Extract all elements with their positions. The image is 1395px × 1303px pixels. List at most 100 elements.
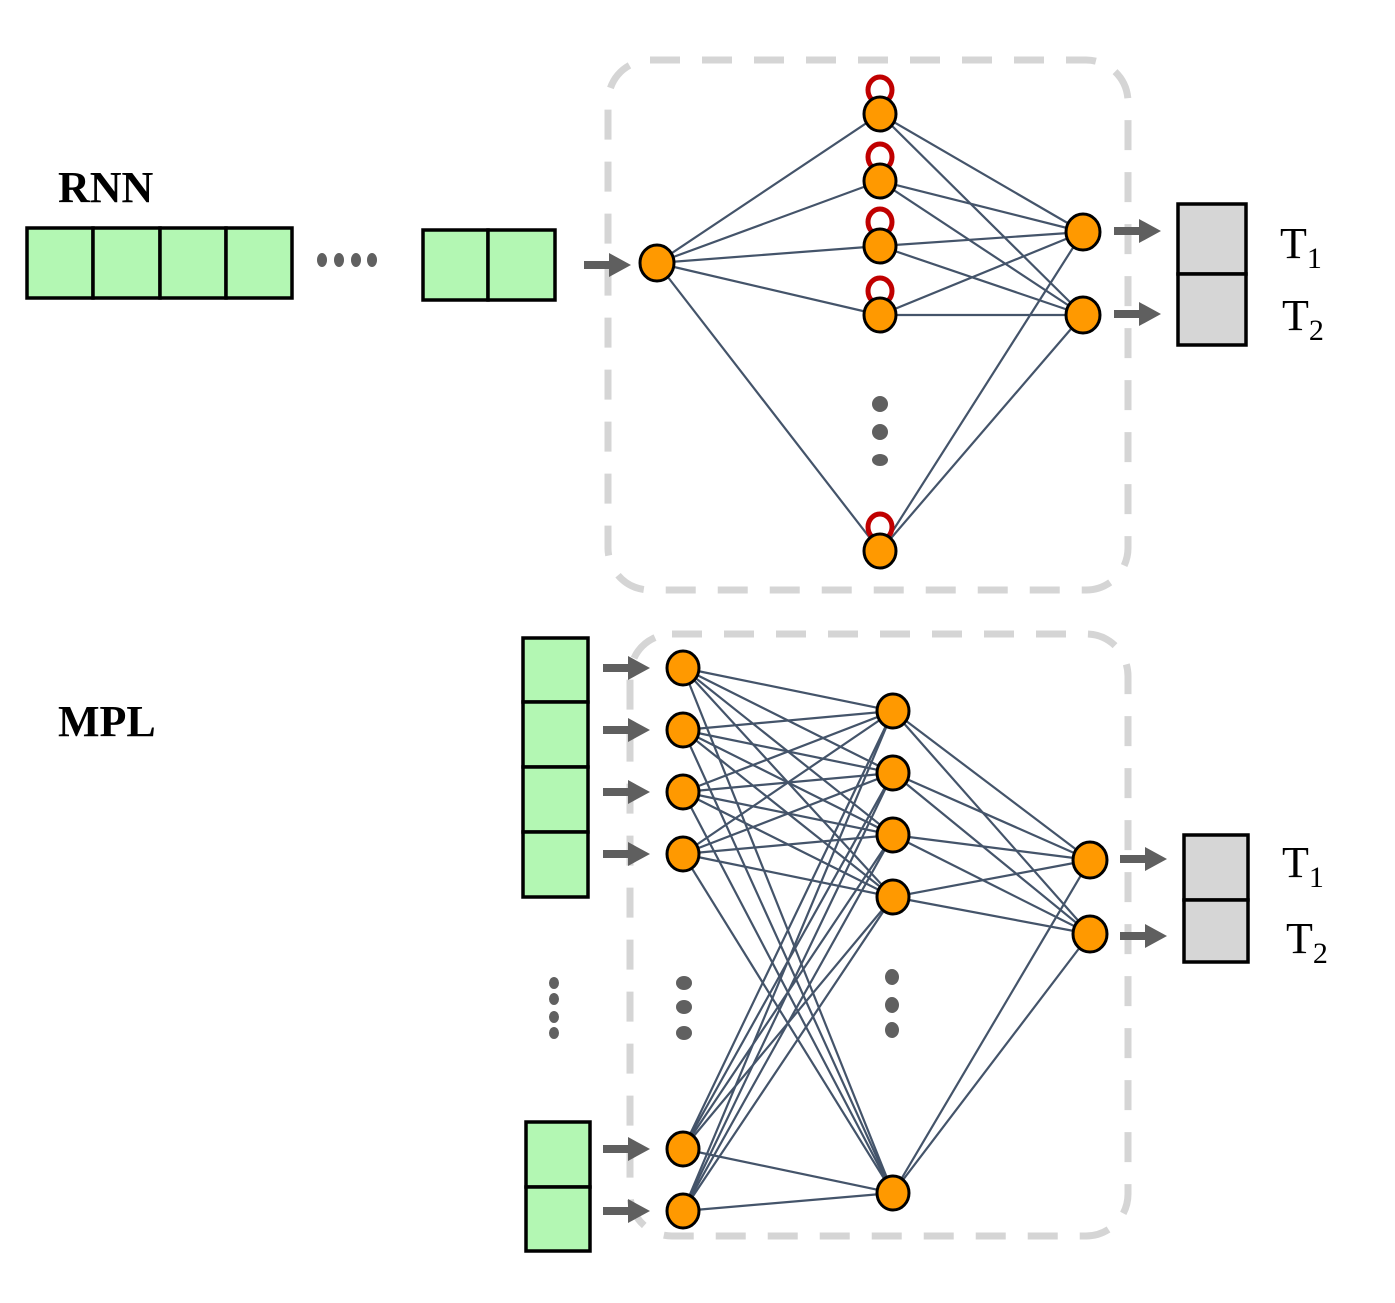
edges-layer (656, 113, 1091, 1213)
mlp-edge (682, 1191, 894, 1213)
mlp-edge (892, 858, 1091, 899)
mlp-layer2-ellipsis-dot (885, 997, 899, 1013)
rnn-edge (879, 231, 1084, 552)
mlp-edge (892, 834, 1091, 935)
rnn-input-neuron (638, 243, 676, 283)
mlp-output-label-t1: T1 (1282, 838, 1324, 894)
mlp-hidden-neuron (875, 878, 911, 916)
rnn-hidden-neuron (862, 296, 898, 334)
mlp-input-cell (521, 765, 590, 834)
rnn-edge (656, 244, 881, 265)
rnn-output-arrow (1114, 302, 1161, 326)
mlp-output-cell-t2 (1182, 898, 1250, 964)
rnn-output-cell-t1 (1176, 202, 1248, 276)
nodes-layer (638, 95, 1109, 1230)
rnn-output-arrow (1114, 219, 1161, 243)
mlp-input-neuron (665, 1192, 701, 1230)
mlp-hidden-neuron (875, 1174, 911, 1212)
mlp-output-label-t2: T2 (1286, 914, 1328, 970)
mlp-edge (892, 771, 1091, 862)
rnn-input-tail-cell (486, 228, 557, 302)
mlp-input-neuron (665, 649, 701, 687)
mlp-edge (682, 710, 894, 1150)
rnn-hidden-ellipsis-dot (872, 424, 888, 440)
mlp-edge (682, 896, 894, 1212)
mlp-edge (682, 833, 894, 856)
mlp-edge (892, 710, 1091, 861)
mlp-edge (682, 666, 894, 713)
rnn-input-tail-cell (421, 228, 490, 302)
rnn-input-cell (224, 226, 294, 300)
decor-layer (25, 74, 1250, 1253)
mlp-edge (892, 772, 1091, 935)
mlp-input-ellipsis-dot (549, 1027, 559, 1039)
rnn-output-label-t1: T1 (1280, 219, 1322, 275)
mlp-layer2-ellipsis-dot (885, 1022, 899, 1038)
rnn-edge (656, 262, 881, 552)
mlp-input-arrow (603, 1137, 650, 1161)
rnn-edge (879, 314, 1084, 552)
rnn-edge (879, 113, 1084, 316)
mlp-edge (892, 895, 1091, 936)
rnn-edge (879, 244, 1084, 317)
rnn-output-label-t2: T2 (1282, 291, 1324, 347)
mlp-input-arrow (603, 656, 650, 680)
mlp-edge (892, 933, 1091, 1194)
mlp-input-cell (521, 700, 590, 769)
mlp-hidden-neuron (875, 692, 911, 730)
rnn-hidden-neuron (862, 227, 898, 265)
mlp-input-cell (524, 1185, 592, 1253)
rnn-hidden-neuron (862, 95, 898, 133)
rnn-edge (879, 230, 1084, 317)
mlp-output-arrow (1120, 924, 1167, 948)
rnn-edge (656, 179, 881, 265)
rnn-hidden-neuron (862, 162, 898, 200)
mlp-input-arrow (603, 718, 650, 742)
mlp-input-ellipsis-dot (549, 993, 559, 1005)
sequence-ellipsis-dot (367, 253, 377, 267)
mlp-title: MPL (58, 697, 156, 746)
mlp-layer1-ellipsis-dot (676, 1000, 692, 1014)
rnn-output-neuron (1064, 212, 1102, 252)
rnn-input-cell (158, 226, 228, 300)
mlp-edge (682, 772, 894, 1212)
mlp-input-arrow (603, 842, 650, 866)
mlp-edge (682, 709, 894, 732)
mlp-input-ellipsis-dot (549, 977, 559, 989)
mlp-output-neuron (1071, 914, 1109, 954)
mlp-edge (892, 833, 1091, 862)
rnn-input-cell (91, 226, 162, 300)
sequence-ellipsis-dot (317, 253, 327, 267)
mlp-input-cell (521, 830, 590, 899)
mlp-output-cell-t1 (1182, 833, 1250, 902)
rnn-edge (656, 113, 881, 264)
mlp-layer1-ellipsis-dot (676, 976, 692, 990)
rnn-edge (879, 113, 1084, 233)
mlp-layer2-ellipsis-dot (885, 969, 899, 985)
mlp-input-cell (524, 1120, 592, 1189)
mlp-input-cell (521, 636, 590, 704)
mlp-input-neuron (665, 835, 701, 873)
mlp-hidden-neuron (875, 816, 911, 854)
mlp-input-arrow (603, 780, 650, 804)
mlp-input-neuron (665, 773, 701, 811)
mlp-hidden-neuron (875, 754, 911, 792)
mlp-edge (682, 709, 894, 794)
mlp-edge (682, 710, 894, 855)
mlp-input-arrow (603, 1199, 650, 1223)
mlp-edge (681, 710, 895, 1212)
rnn-input-arrow (584, 253, 631, 277)
mlp-edge (892, 859, 1091, 1194)
mlp-edge (682, 1147, 894, 1195)
mlp-input-neuron (665, 711, 701, 749)
mlp-input-neuron (665, 1130, 701, 1168)
sequence-ellipsis-dot (351, 253, 361, 267)
rnn-output-cell-t2 (1176, 272, 1248, 347)
mlp-input-ellipsis-dot (549, 1011, 559, 1023)
rnn-input-cell (25, 226, 95, 300)
rnn-output-neuron (1064, 295, 1102, 335)
mlp-layer1-ellipsis-dot (676, 1026, 692, 1040)
mlp-output-arrow (1120, 847, 1167, 871)
mlp-edge (682, 852, 894, 899)
